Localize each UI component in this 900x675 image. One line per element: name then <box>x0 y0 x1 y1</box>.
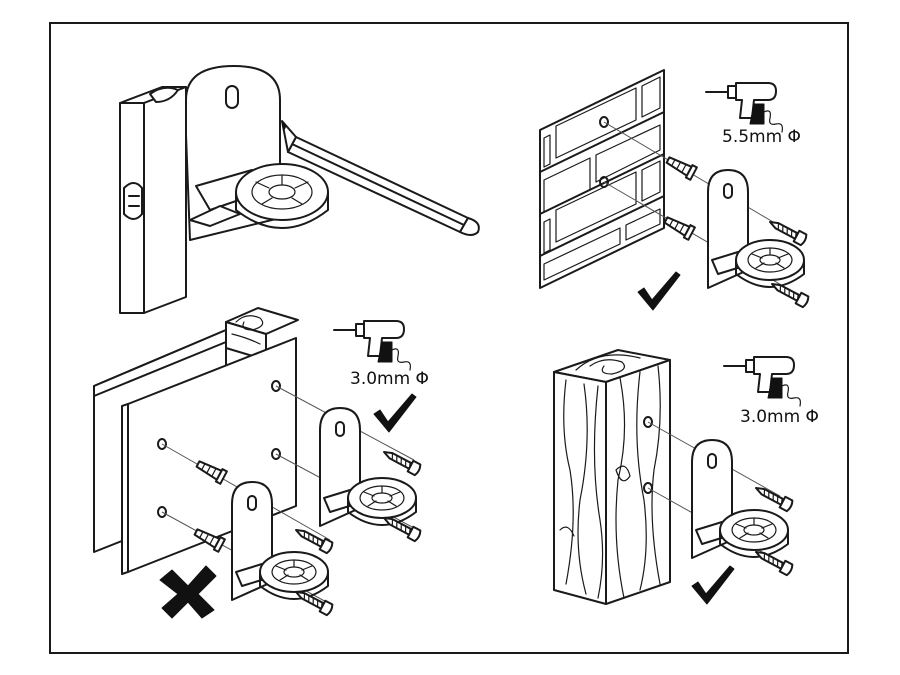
drill-size-label: 3.0mm Φ <box>740 407 819 427</box>
screw <box>752 481 795 513</box>
bracket <box>185 65 329 241</box>
diagram-frame <box>49 22 849 654</box>
check-mark-icon <box>637 271 681 311</box>
check-mark-icon <box>373 393 417 433</box>
drill-size-label: 3.0mm Φ <box>350 369 429 389</box>
drill-icon <box>723 356 802 407</box>
drill-size-label: 5.5mm Φ <box>722 127 801 147</box>
spirit-level <box>119 86 187 314</box>
cross-mark-icon <box>159 565 217 619</box>
wall-plug <box>663 152 698 181</box>
drill-icon <box>333 320 412 371</box>
screw <box>752 545 795 577</box>
check-mark-icon <box>691 565 735 605</box>
panel-drywall: 3.0mm Φ <box>93 307 429 619</box>
screw <box>292 523 335 555</box>
panel-wood: 3.0mm Φ <box>553 349 819 605</box>
brick-wall <box>539 69 665 289</box>
wall-plug <box>661 212 696 241</box>
panel-brick-wall: 5.5mm Φ <box>539 69 811 311</box>
drill-icon <box>705 82 784 133</box>
bracket <box>319 407 417 527</box>
panel-marking <box>119 65 480 314</box>
screw <box>380 445 423 477</box>
wood-post <box>553 349 671 605</box>
pencil <box>281 120 480 236</box>
